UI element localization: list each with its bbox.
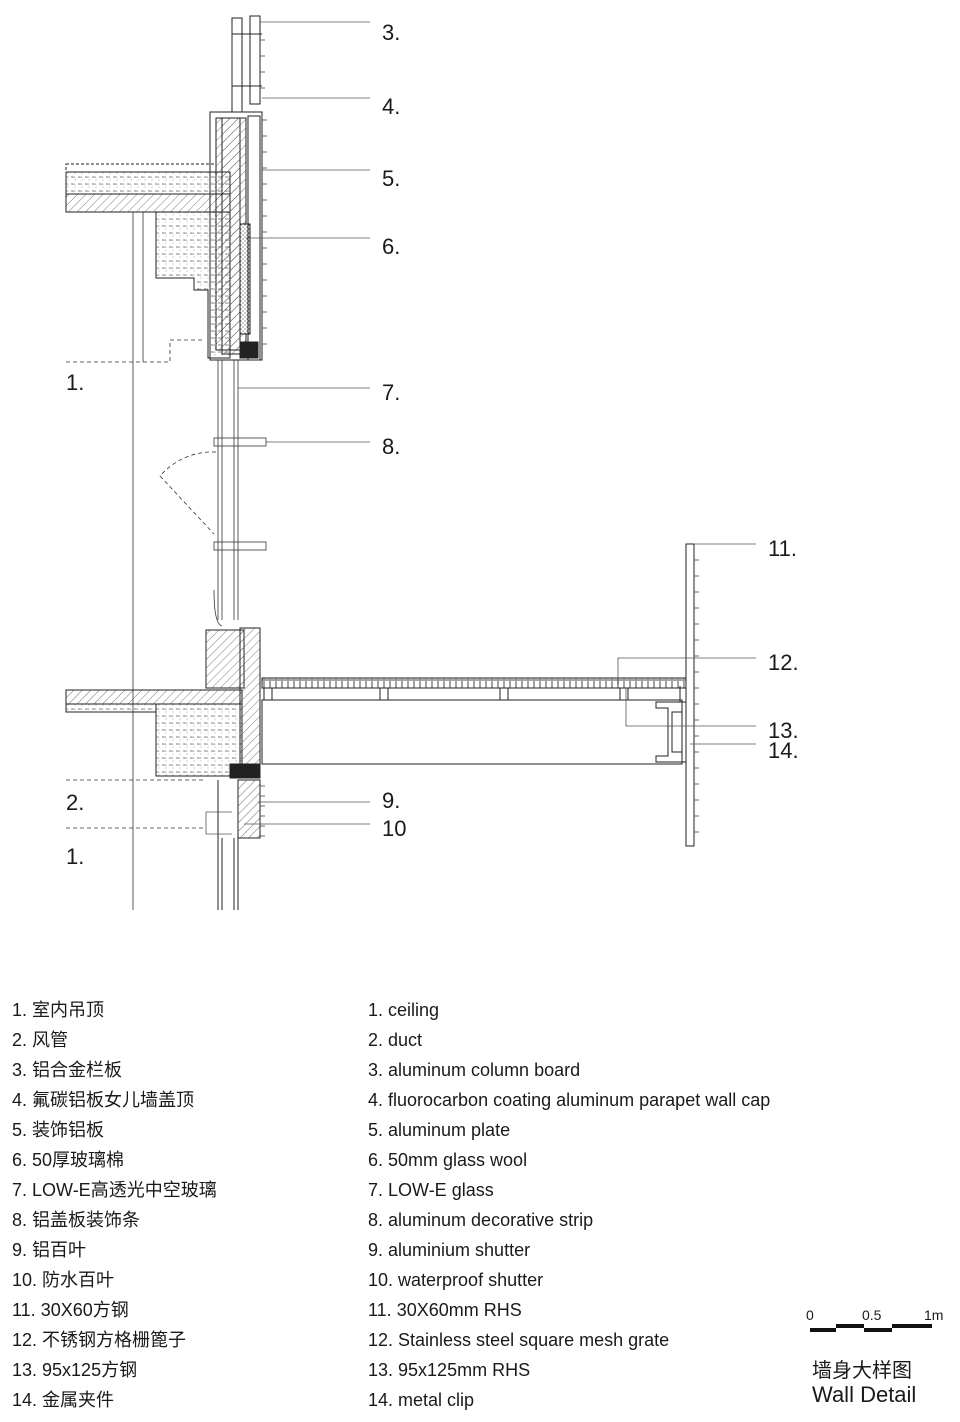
- legend-en-item: 10. waterproof shutter: [368, 1270, 544, 1290]
- ceiling-lines: [66, 212, 217, 910]
- legend-cn-item: 2. 风管: [12, 1030, 69, 1050]
- scale-zero: 0: [806, 1307, 814, 1323]
- column-board: [231, 15, 262, 113]
- railing: [685, 543, 695, 847]
- legend-en-item: 14. metal clip: [368, 1390, 475, 1410]
- callout-5: 5.: [382, 166, 400, 191]
- legend-en-item: 5. aluminum plate: [368, 1120, 511, 1140]
- legend-chinese: 1. 室内吊顶 2. 风管 3. 铝合金栏板 4. 氟碳铝板女儿墙盖顶 5. 装…: [12, 995, 352, 1415]
- legend-en-item: 13. 95x125mm RHS: [368, 1360, 531, 1380]
- legend-en-item: 6. 50mm glass wool: [368, 1150, 528, 1170]
- scale-segment: [864, 1328, 892, 1332]
- callout-3: 3.: [382, 20, 400, 45]
- legend-en-item: 9. aluminium shutter: [368, 1240, 531, 1260]
- legend-en-item: 2. duct: [368, 1030, 423, 1050]
- legend-cn-item: 11. 30X60方钢: [12, 1300, 129, 1320]
- legend-cn-item: 4. 氟碳铝板女儿墙盖顶: [12, 1090, 195, 1110]
- glass-curtain: [213, 360, 267, 627]
- callout-ceiling-lower: 1.: [66, 844, 84, 869]
- callout-10: 10: [382, 816, 406, 841]
- leader-lines: [205, 21, 756, 835]
- callout-ceiling-upper: 1.: [66, 370, 84, 395]
- legend-cn-item: 14. 金属夹件: [12, 1390, 115, 1410]
- scale-segment: [836, 1324, 864, 1328]
- callout-13: 13.: [768, 718, 799, 743]
- legend-cn-item: 12. 不锈钢方格栅篦子: [12, 1330, 187, 1350]
- legend-cn-item: 10. 防水百叶: [12, 1270, 115, 1290]
- scale-segment: [810, 1328, 836, 1332]
- callout-duct: 2.: [66, 790, 84, 815]
- callout-8: 8.: [382, 434, 400, 459]
- legend-en-item: 8. aluminum decorative strip: [368, 1210, 594, 1230]
- scale-one: 1m: [924, 1307, 943, 1323]
- legend-en-item: 3. aluminum column board: [368, 1060, 581, 1080]
- callout-6: 6.: [382, 234, 400, 259]
- drawing-title-en: Wall Detail: [812, 1382, 917, 1407]
- legend-cn-item: 7. LOW-E高透光中空玻璃: [12, 1180, 217, 1200]
- legend-cn-item: 9. 铝百叶: [12, 1240, 87, 1260]
- legend-cn-item: 13. 95x125方钢: [12, 1360, 138, 1380]
- callout-12: 12.: [768, 650, 799, 675]
- legend-english: 1. ceiling 2. duct 3. aluminum column bo…: [368, 995, 888, 1415]
- legend-cn-item: 8. 铝盖板装饰条: [12, 1210, 141, 1230]
- callout-4: 4.: [382, 94, 400, 119]
- legend-cn-item: 6. 50厚玻璃棉: [12, 1150, 125, 1170]
- legend-cn-item: 1. 室内吊顶: [12, 1000, 105, 1020]
- callout-14: 14.: [768, 738, 799, 763]
- legend-en-item: 1. ceiling: [368, 1000, 440, 1020]
- legend-en-item: 11. 30X60mm RHS: [368, 1300, 522, 1320]
- callout-7: 7.: [382, 380, 400, 405]
- legend-en-item: 7. LOW-E glass: [368, 1180, 494, 1200]
- wall-section-drawing: 1. 2. 1. 3. 4. 5. 6. 7. 8. 9. 10 11. 12.…: [65, 15, 799, 910]
- legend-en-item: 12. Stainless steel square mesh grate: [368, 1330, 670, 1350]
- legend-cn-item: 5. 装饰铝板: [12, 1120, 105, 1140]
- legend-en-item: 4. fluorocarbon coating aluminum parapet…: [368, 1090, 771, 1110]
- floor-slab-lower: [65, 627, 261, 910]
- legend-cn-item: 3. 铝合金栏板: [12, 1060, 123, 1080]
- drawing-title-cn: 墙身大样图: [812, 1358, 912, 1382]
- callout-labels: 1. 2. 1. 3. 4. 5. 6. 7. 8. 9. 10 11. 12.…: [66, 20, 799, 869]
- callout-11: 11.: [768, 536, 797, 561]
- scale-segment: [892, 1324, 932, 1328]
- roof-slab-upper: [65, 117, 241, 359]
- parapet: [209, 111, 263, 361]
- callout-9: 9.: [382, 788, 400, 813]
- scale-bar: 0 0.5 1m: [806, 1307, 943, 1332]
- scale-half: 0.5: [862, 1307, 882, 1323]
